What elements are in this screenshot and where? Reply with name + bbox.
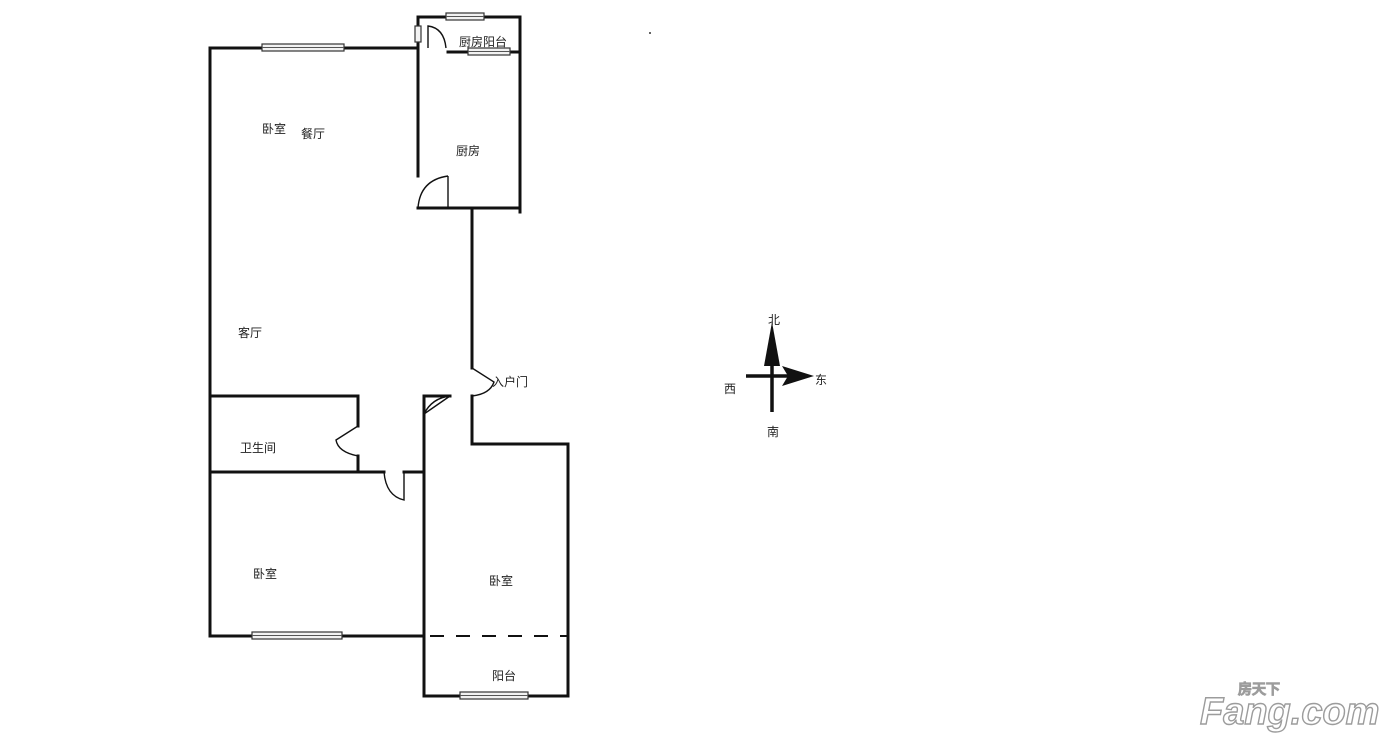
fang-logo-cn: 房天下 bbox=[1238, 681, 1280, 698]
room-label-entrance: 入户门 bbox=[492, 374, 528, 389]
room-label-bedroom-top: 卧室 bbox=[262, 121, 286, 136]
east-arrow-icon bbox=[782, 366, 814, 386]
room-label-living: 客厅 bbox=[238, 325, 262, 340]
fang-logo-text: Fang.com bbox=[1200, 691, 1379, 733]
room-label-bedroom-right: 卧室 bbox=[489, 573, 513, 588]
doors bbox=[335, 25, 495, 501]
room-label-bathroom: 卫生间 bbox=[240, 441, 276, 455]
room-label-balcony: 阳台 bbox=[492, 668, 516, 683]
windows bbox=[251, 12, 529, 700]
room-label-bedroom-left: 卧室 bbox=[253, 566, 277, 581]
room-label-kitchen: 厨房 bbox=[456, 143, 480, 158]
compass-west: 西 bbox=[724, 382, 736, 396]
walls bbox=[208, 15, 570, 698]
compass: 北 南 东 西 bbox=[724, 313, 827, 439]
stray-dot bbox=[649, 32, 651, 34]
room-label-kitchen-balcony: 厨房阳台 bbox=[459, 34, 507, 49]
north-arrow-icon bbox=[764, 322, 780, 366]
room-labels: 厨房阳台 卧室 餐厅 厨房 客厅 入户门 卫生间 卧室 卧室 阳台 bbox=[238, 34, 528, 683]
compass-south: 南 bbox=[767, 424, 779, 439]
room-label-dining: 餐厅 bbox=[301, 126, 325, 141]
fang-logo: Fang.com 房天下 bbox=[1199, 681, 1380, 734]
compass-east: 东 bbox=[815, 373, 827, 387]
compass-north: 北 bbox=[768, 313, 780, 327]
